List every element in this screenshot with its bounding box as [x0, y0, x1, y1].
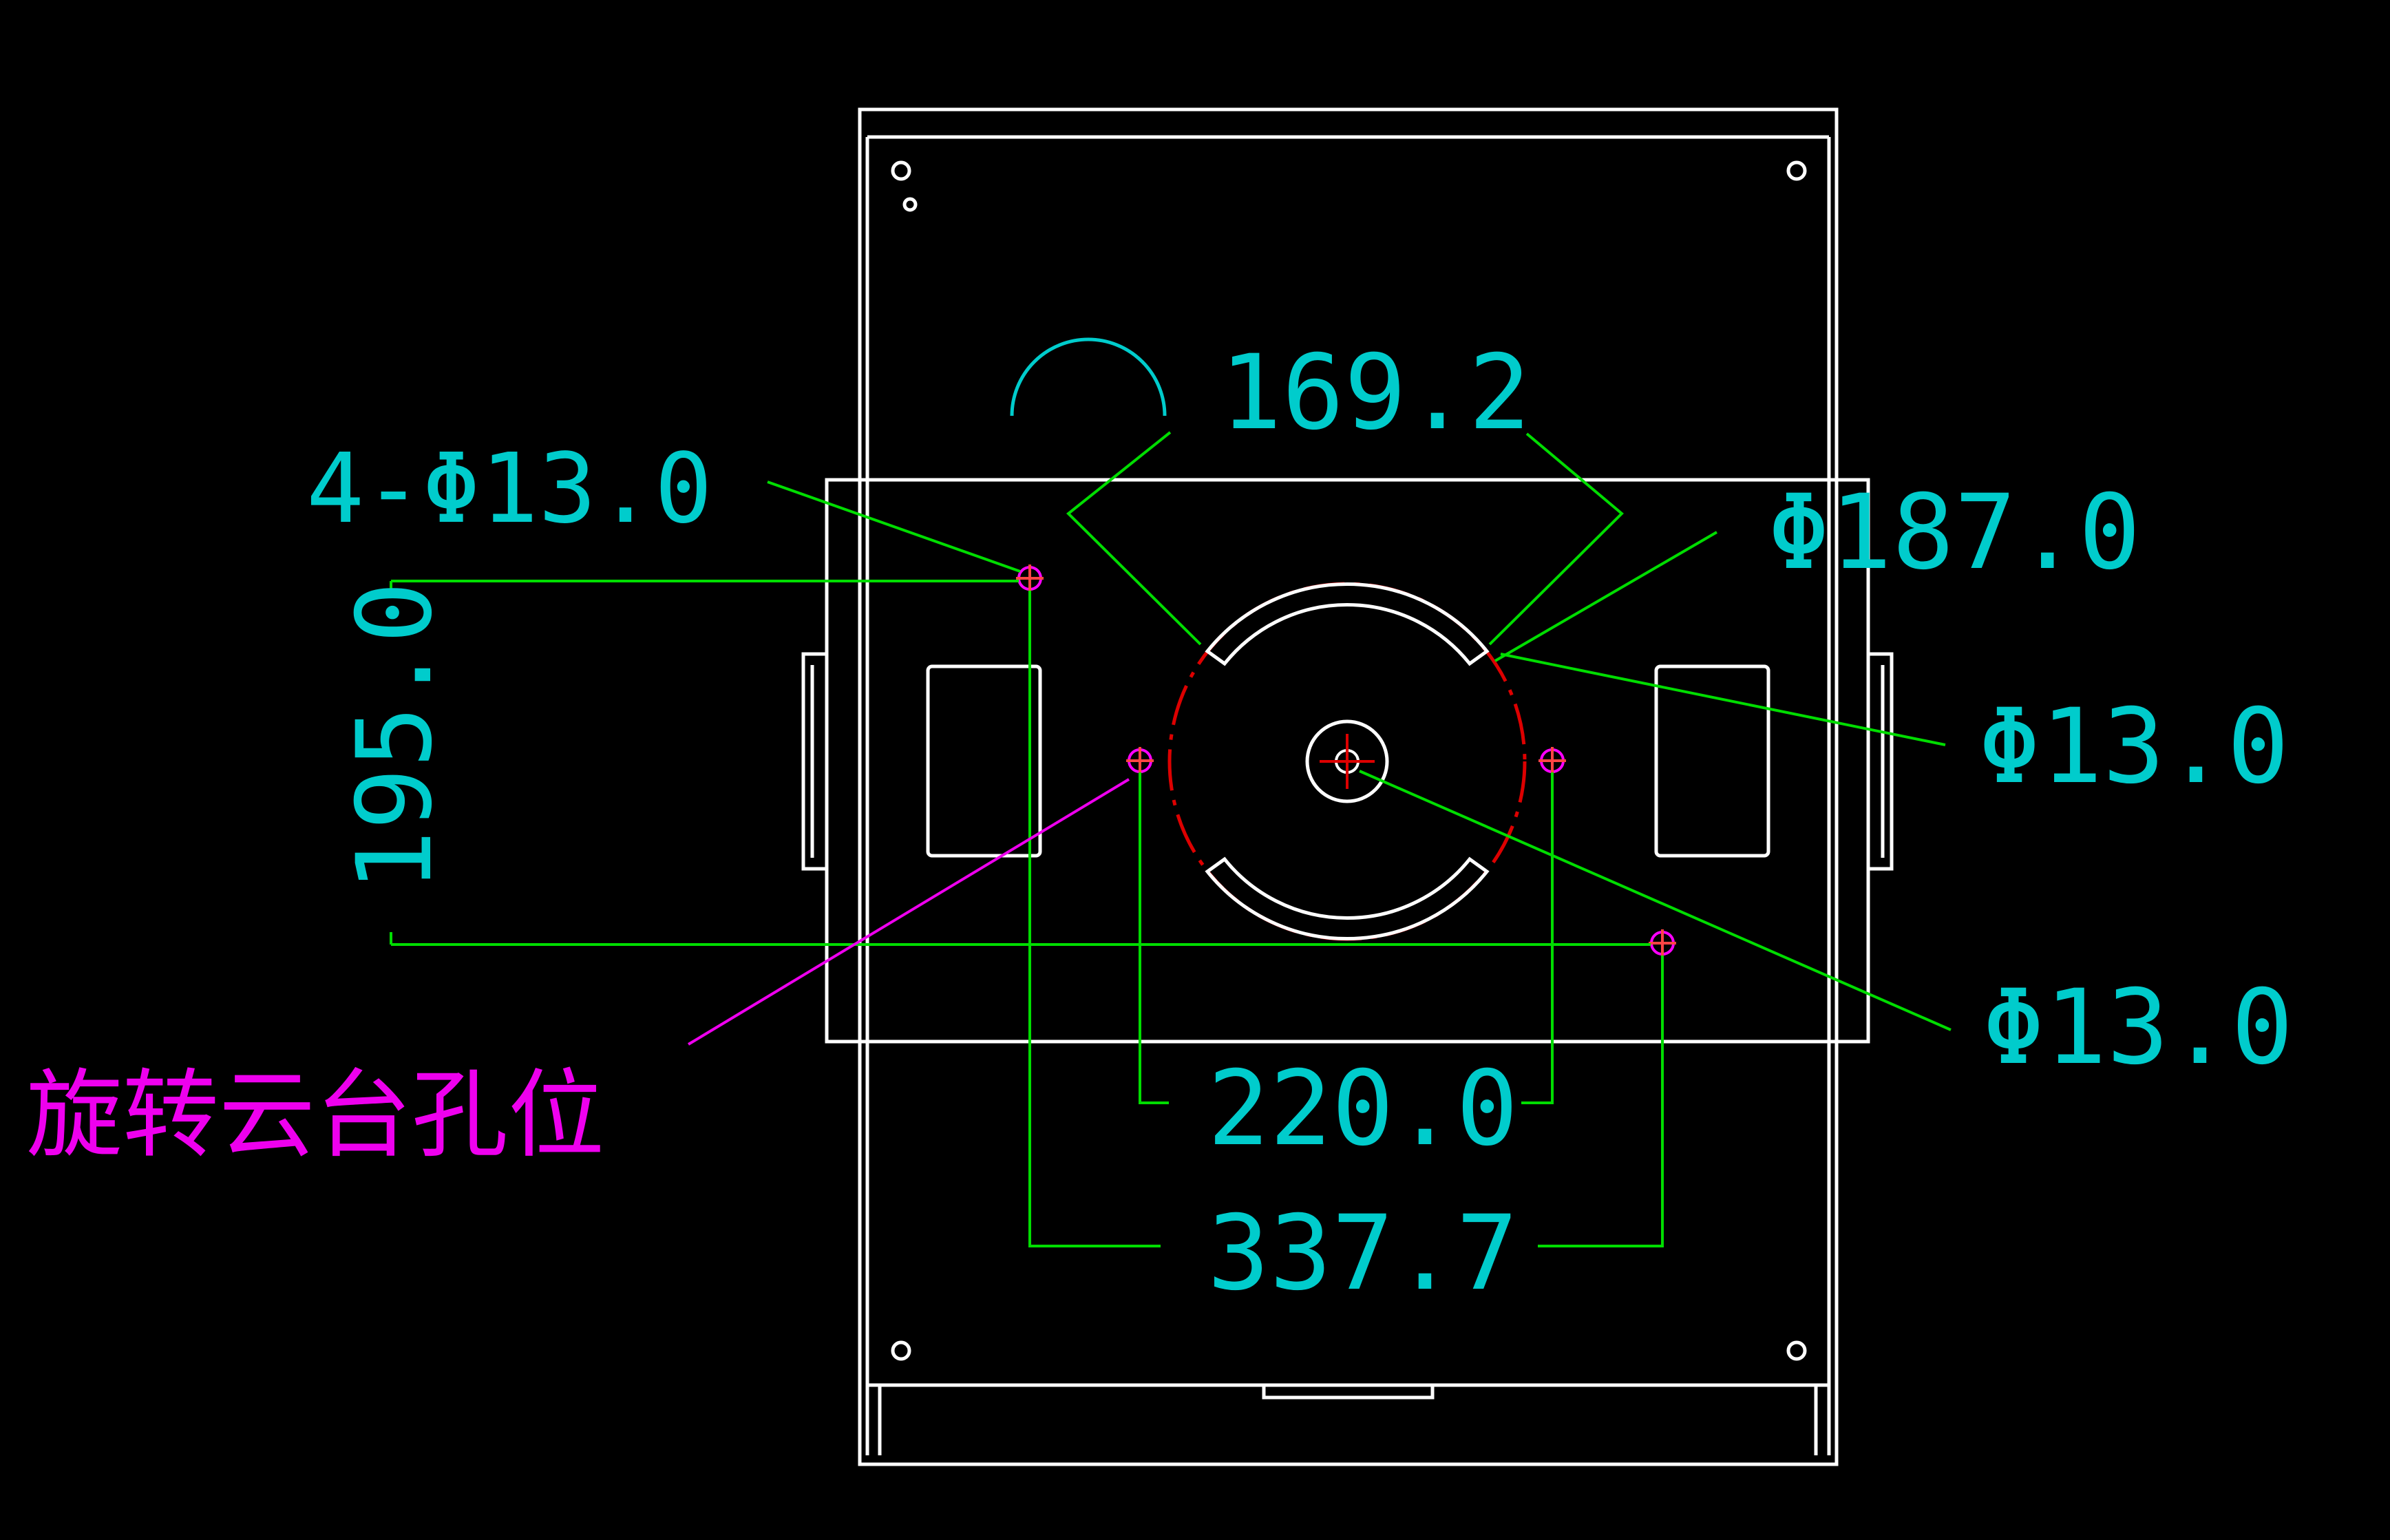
mounting-plate: [801, 478, 1894, 1044]
dimension-lines: [390, 431, 1952, 1247]
hole-marker-top-left: [1016, 565, 1044, 592]
dim-text-arc-angle: 169.2: [1220, 333, 1531, 453]
hole-marker-mid-left: [1126, 747, 1154, 774]
angle-arc-icon: [1010, 337, 1167, 416]
dimension-texts: 4-Φ13.0 169.2 Φ187.0 Φ13.0 Φ13.0 220.0 3…: [306, 333, 2294, 1314]
hole-marker-mid-right: [1538, 747, 1566, 774]
dim-text-pitch-circle: Φ187.0: [1768, 473, 2141, 593]
plate-left-window: [926, 664, 1042, 858]
plate-right-tab: [1866, 652, 1894, 871]
dim-text-center-hole: Φ13.0: [1982, 968, 2294, 1088]
housing-outline: [858, 107, 1839, 1466]
plate-right-window: [1654, 664, 1770, 858]
screw-top-left-small-icon: [902, 197, 918, 212]
leader-pitch-circle: [1494, 531, 1718, 662]
screw-bottom-right-icon: [1786, 1340, 1807, 1361]
housing-outer-rect: [858, 107, 1839, 1466]
leader-slot-hole: [1500, 653, 1946, 746]
dim-337-right: [1538, 956, 1664, 1247]
screw-bottom-left-icon: [891, 1340, 911, 1361]
rotating-head: [1167, 582, 1527, 941]
center-boss: [1305, 719, 1389, 803]
leader-4-holes: [767, 481, 1021, 573]
leader-center-hole: [1359, 770, 1952, 1031]
plate-left-tab: [801, 652, 829, 871]
dim-text-inner-spacing: 220.0: [1207, 1049, 1519, 1169]
angle-leader-right: [1488, 432, 1624, 646]
dim-text-vertical-spacing: 195.0: [335, 581, 455, 892]
dim-text-4-holes: 4-Φ13.0: [306, 433, 712, 545]
hole-markers: [1016, 565, 1676, 957]
screw-top-right-icon: [1786, 160, 1807, 181]
dim-220-left: [1139, 772, 1169, 1104]
lower-arc-slot: [1205, 856, 1490, 940]
angle-leader-left: [1066, 431, 1202, 646]
hole-marker-bottom-right: [1649, 929, 1676, 957]
dim-337-left: [1028, 591, 1161, 1247]
housing-bottom-handle: [1262, 1383, 1435, 1400]
leader-label-rotating-head: [687, 778, 1130, 1046]
screw-top-left-icon: [891, 160, 911, 181]
dim-text-slot-hole: Φ13.0: [1978, 687, 2289, 807]
upper-arc-slot: [1205, 582, 1490, 666]
label-rotating-head-holes: 旋转云台孔位: [26, 1059, 604, 1172]
dim-text-outer-spacing: 337.7: [1207, 1194, 1519, 1314]
dim-220-right: [1521, 772, 1554, 1104]
